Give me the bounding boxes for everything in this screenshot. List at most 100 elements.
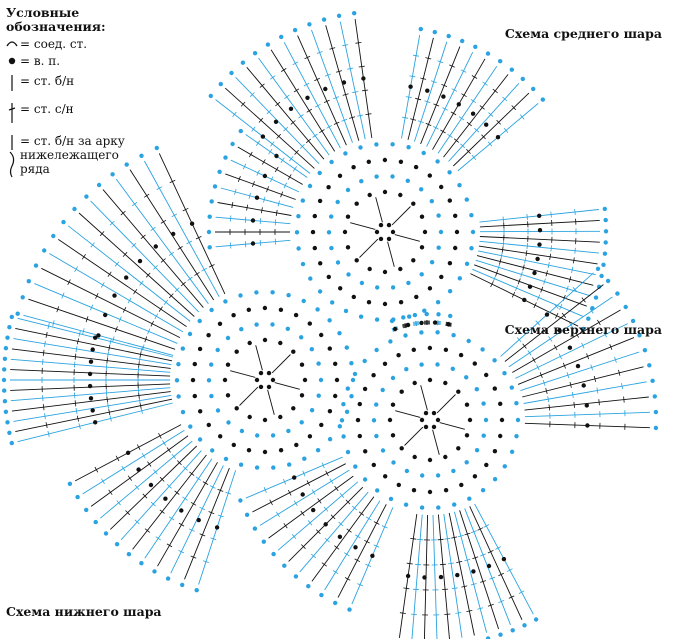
stitch-tick	[142, 493, 148, 499]
stitch-dot	[171, 231, 176, 237]
stitch-dot	[537, 242, 542, 247]
stitch-tick	[108, 489, 113, 495]
stitch-tick	[109, 220, 115, 226]
stitch-dot	[471, 569, 476, 574]
legend-row-single-crochet: = ст. б/н	[6, 74, 166, 92]
stitch-tick	[430, 80, 437, 84]
stitch-dot	[469, 213, 474, 218]
stitch-dot	[103, 531, 109, 536]
stitch-tick	[209, 485, 216, 489]
stitch-tick	[409, 75, 416, 78]
stitch-tick	[319, 129, 325, 134]
stitch-tick	[323, 99, 330, 103]
stitch-dot	[3, 409, 9, 414]
stitch-line	[224, 87, 315, 169]
stitch-tick	[127, 475, 133, 481]
stitch-tick	[208, 511, 215, 515]
stitch-dot	[427, 489, 433, 495]
stitch-tick	[229, 242, 232, 249]
stitch-dot	[87, 383, 93, 389]
stitch-line	[225, 173, 296, 200]
stitch-tick	[120, 210, 126, 216]
stitch-dot	[514, 434, 519, 439]
stitch-tick	[420, 77, 427, 80]
stitch-tick	[526, 214, 528, 221]
stitch-dot	[456, 102, 461, 107]
stitch-dot	[2, 399, 8, 404]
stitch-dot	[231, 313, 236, 318]
stitch-dot	[443, 380, 448, 386]
stitch-dot	[254, 322, 259, 327]
center-stitch	[394, 234, 420, 242]
stitch-dot	[585, 423, 590, 428]
stitch-tick	[108, 344, 111, 351]
stitch-dot	[286, 293, 291, 298]
stitch-tick	[596, 387, 599, 394]
stitch-dot	[650, 378, 655, 383]
stitch-tick	[545, 270, 548, 277]
stitch-dot	[359, 280, 365, 286]
stitch-tick	[178, 550, 185, 554]
stitch-dot	[154, 145, 159, 151]
stitch-tick	[269, 499, 273, 506]
stitch-tick	[125, 510, 130, 516]
stitch-tick	[153, 469, 158, 475]
stitch-tick	[160, 219, 167, 224]
stitch-tick	[106, 357, 108, 364]
center-stitch	[387, 241, 395, 267]
stitch-dot	[441, 94, 446, 99]
stitch-dot	[206, 333, 211, 338]
stitch-tick	[466, 149, 471, 154]
stitch-dot	[469, 246, 474, 251]
stitch-dot	[278, 340, 283, 346]
stitch-dot	[453, 245, 458, 251]
stitch-dot	[456, 446, 461, 451]
stitch-line	[15, 327, 173, 362]
stitch-tick	[548, 404, 551, 411]
stitch-dot	[419, 417, 425, 423]
stitch-dot	[429, 199, 434, 204]
stitch-dot	[239, 428, 245, 434]
stitch-tick	[294, 149, 299, 155]
stitch-tick	[177, 245, 183, 250]
stitch-line	[413, 41, 448, 142]
stitch-dot	[215, 347, 220, 353]
stitch-tick	[171, 453, 177, 460]
stitch-line	[479, 240, 600, 254]
stitch-tick	[166, 447, 171, 453]
stitch-tick	[76, 415, 79, 422]
stitch-dot	[341, 80, 347, 85]
stitch-dot	[299, 362, 305, 367]
stitch-dot	[427, 286, 433, 291]
stitch-tick	[75, 346, 78, 353]
stitch-tick	[186, 240, 193, 245]
stitch-tick	[535, 320, 541, 326]
stitch-dot	[405, 322, 411, 328]
stitch-dot	[315, 307, 320, 312]
stitch-tick	[413, 54, 420, 57]
stitch-dot	[291, 406, 296, 411]
stitch-tick	[109, 415, 112, 422]
stitch-line	[407, 37, 434, 140]
stitch-tick	[550, 211, 552, 218]
slip-stitch-icon	[6, 37, 20, 49]
stitch-dot	[652, 394, 657, 399]
stitch-dot	[371, 462, 376, 468]
stitch-tick	[373, 521, 380, 525]
stitch-tick	[440, 129, 446, 134]
stitch-dot	[509, 385, 514, 390]
stitch-dot	[481, 401, 486, 406]
stitch-dot	[307, 321, 312, 326]
stitch-dot	[312, 213, 317, 219]
stitch-dot	[498, 401, 503, 406]
stitch-dot	[419, 320, 424, 326]
stitch-dot	[270, 433, 276, 438]
stitch-dot	[435, 159, 440, 164]
stitch-dot	[382, 189, 388, 195]
stitch-dot	[362, 477, 368, 482]
stitch-tick	[202, 560, 209, 563]
stitch-tick	[324, 537, 330, 543]
stitch-line	[258, 57, 330, 156]
stitch-tick	[496, 119, 501, 125]
